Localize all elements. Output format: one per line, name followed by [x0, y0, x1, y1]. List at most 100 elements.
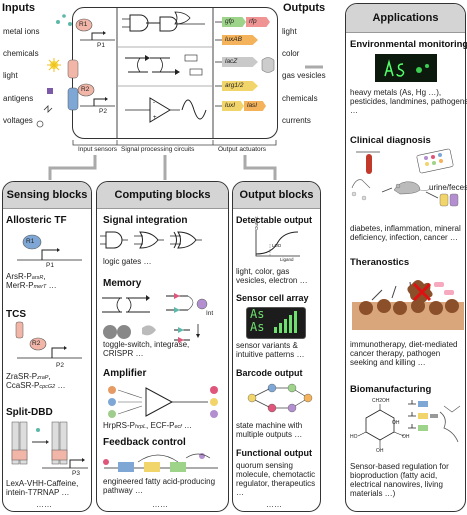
- membrane-receptor-icon: [67, 59, 79, 79]
- array-text-1: sensor variants &: [236, 341, 298, 350]
- biomanufacturing-title: Biomanufacturing: [350, 384, 432, 395]
- thera-text-2: cancer therapy, pathogen: [350, 349, 441, 358]
- section-label-output-actuators: Output actuators: [218, 146, 267, 153]
- output-ellipsis: ……: [266, 500, 282, 509]
- computing-blocks-header: Computing blocks: [97, 182, 228, 209]
- output-label-light: light: [282, 27, 297, 36]
- gene-lacz: lacZ: [222, 57, 258, 67]
- output-label-currents: currents: [282, 116, 311, 125]
- test-tube-icon: [366, 154, 372, 174]
- feedback-control-title: Feedback control: [103, 437, 186, 448]
- gas-vesicle-icon: [261, 57, 275, 73]
- and-gate-symbol-icon: [105, 231, 123, 249]
- signal-integration-title: Signal integration: [103, 215, 188, 226]
- tcs-title: TCS: [6, 309, 26, 320]
- thera-text-3: seeking and killing …: [350, 358, 426, 367]
- molecule-oh-3: OH: [392, 420, 400, 426]
- detectable-text-2: vesicles, electron …: [236, 276, 308, 285]
- sensor-cell-array-title: Sensor cell array: [236, 293, 309, 303]
- memory-title: Memory: [103, 278, 142, 289]
- allosteric-p-label: P1: [46, 262, 54, 269]
- clinical-text-1: diabetes, inflammation, mineral: [350, 224, 461, 233]
- gene-luxi: luxI: [222, 101, 244, 111]
- sensor-array-text-1: As: [250, 307, 265, 321]
- clinical-text-2: deficiency, infection, cancer …: [350, 233, 458, 242]
- gene-lasi: lasI: [244, 101, 266, 111]
- gene-luxab: luxAB: [222, 35, 258, 45]
- sensing-ellipsis: ……: [36, 500, 52, 509]
- bio-text-2: bioproduction (fatty acid,: [350, 471, 438, 480]
- gene-gfp: gfp: [222, 17, 246, 27]
- promoter1-arrow-icon: [91, 32, 103, 40]
- bio-text-3: electrical nanowires, living: [350, 480, 443, 489]
- array-text-2: intuitive patterns …: [236, 350, 305, 359]
- amplifier-text: HrpRS-PhrpL, ECF-Pecf …: [103, 421, 193, 430]
- functional-text-2: molecule, chemotactic: [236, 470, 316, 479]
- svg-text:+: +: [153, 115, 157, 121]
- detectable-output-title: Detectable output: [236, 215, 313, 225]
- input-label-light: light: [3, 71, 18, 80]
- crispr-icon: [103, 325, 117, 339]
- theranostics-illustration: [352, 280, 464, 330]
- barcode-state-diagram: [247, 383, 313, 413]
- output-label-gas-vesicles: gas vesicles: [282, 71, 326, 80]
- detect-axis-y: Output: [254, 216, 259, 230]
- biomanufacturing-pathway: [408, 400, 461, 443]
- detect-axis-x: Ligand: [280, 257, 294, 262]
- promoter1-label: P1: [97, 42, 105, 49]
- connector-lines: [48, 155, 277, 180]
- molecule-oh-1: OH: [402, 434, 410, 440]
- cell-interior: - +: [67, 8, 277, 146]
- toggle-circuit-icon: [125, 57, 178, 73]
- sensing-blocks-header: Sensing blocks: [3, 182, 91, 209]
- allosteric-tf-title: Allosteric TF: [6, 215, 67, 226]
- split-p-label: P3: [72, 470, 80, 477]
- amplifier-diagram: [108, 386, 218, 418]
- memory-text-1: toggle-switch, integrase,: [103, 340, 190, 349]
- input-label-voltages: voltages: [3, 116, 33, 125]
- section-label-input-sensors: Input sensors: [78, 146, 118, 153]
- sensor-array-text-2: As: [250, 320, 265, 334]
- toggle-switch-icon: [102, 297, 150, 313]
- bio-text-4: materials …): [350, 489, 396, 498]
- integrase-icon: [196, 298, 208, 310]
- env-monitoring-title: Environmental monitoring: [350, 39, 467, 50]
- voltage-icon: [43, 105, 53, 113]
- amplifier-title: Amplifier: [103, 368, 147, 379]
- memory-diagram: [102, 293, 208, 343]
- outputs-title: Outputs: [283, 2, 326, 14]
- sensor2-label: R2: [81, 86, 90, 93]
- inputs-title: Inputs: [2, 2, 35, 14]
- sensor1-label: R1: [79, 21, 88, 28]
- sensor-array-bars: [274, 311, 297, 333]
- split-text-1: LexA-VHH-Caffeine,: [6, 479, 79, 488]
- functional-output-title: Functional output: [236, 448, 312, 458]
- env-text-1: heavy metals (As, Hg …),: [350, 88, 442, 97]
- allosteric-text-2: MerR-PmerT …: [6, 281, 57, 290]
- or-gate-symbol-icon: [139, 231, 159, 249]
- cell-to-applications-connector: [305, 65, 323, 69]
- logic-gates-diagram: [100, 231, 202, 249]
- functional-text-3: regulator, therapeutics: [236, 479, 316, 488]
- molecule-ch2oh: CH2OH: [372, 398, 390, 404]
- sample-vial-icon: [439, 193, 449, 207]
- tcs-text-1: ZraSR-PzraP,: [6, 372, 51, 381]
- input-label-chemicals: chemicals: [3, 49, 39, 58]
- barcode-output-title: Barcode output: [236, 368, 303, 378]
- clinical-illustration: [351, 148, 459, 207]
- feedback-diagram: [103, 453, 218, 472]
- output-blocks-title: Output blocks: [239, 189, 314, 201]
- feedback-text-1: engineered fatty acid-producing: [103, 477, 216, 486]
- svg-text:-: -: [153, 100, 155, 106]
- feedback-text-2: pathway …: [103, 486, 144, 495]
- functional-text-4: …: [236, 488, 244, 497]
- tcs-r-label: R2: [32, 340, 41, 347]
- promoter2-label: P2: [99, 108, 107, 115]
- functional-text-1: quorum sensing: [236, 461, 293, 470]
- input-label-metal-ions: metal ions: [3, 27, 40, 36]
- applications-panel: Applications: [345, 3, 466, 512]
- barcode-text-1: state machine with: [236, 421, 303, 430]
- allosteric-r-label: R1: [26, 238, 35, 245]
- allosteric-tf-diagram: [17, 234, 82, 261]
- tcs-diagram: [15, 321, 82, 359]
